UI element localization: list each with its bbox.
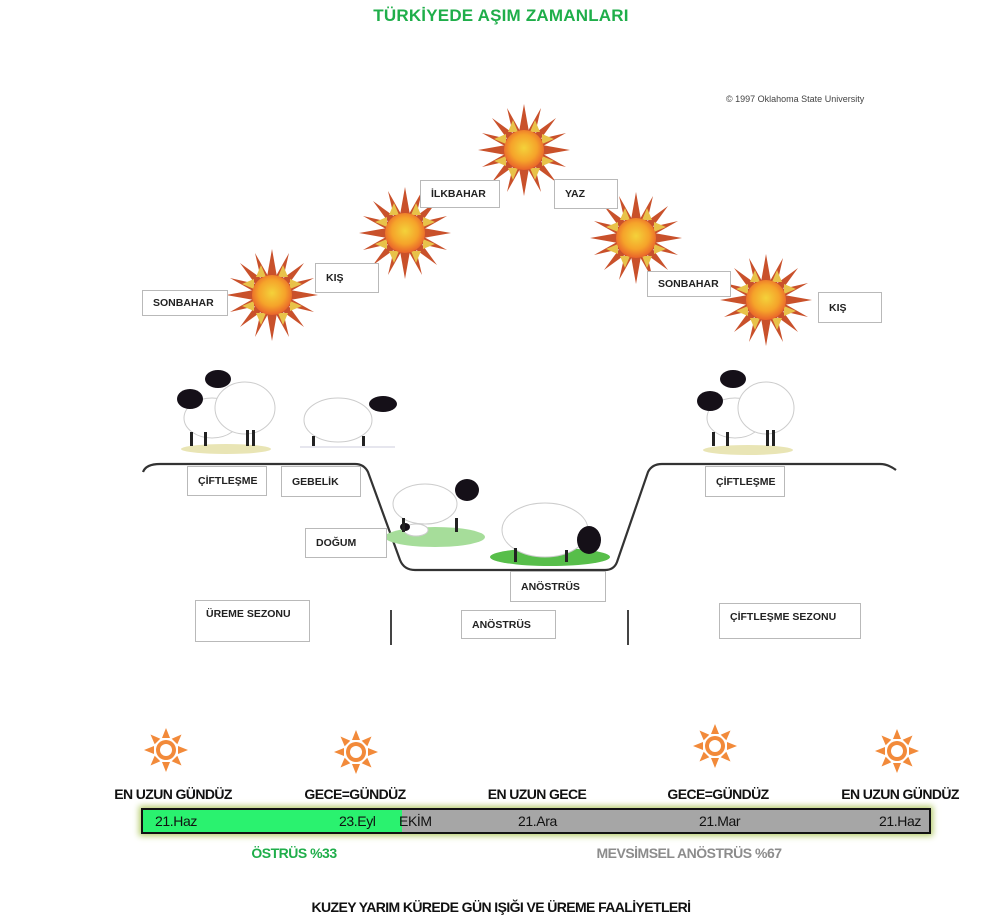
label-text: ÜREME SEZONU [206,608,291,620]
activity-curve [141,462,897,572]
sun-icon [693,724,737,768]
label-text: İLKBAHAR [431,188,486,200]
stage-label-gebelik: GEBELİK [281,466,361,497]
date-label: 21.Ara [518,813,557,829]
date-label: 21.Haz [155,813,197,829]
pregnant-ewe-icon [300,396,397,448]
period-label-anostrus: ANÖSTRÜS [461,610,556,639]
copyright-notice: © 1997 Oklahoma State University [726,94,865,104]
stage-label-ciftlesme-2: ÇİFTLEŞME [705,466,785,497]
month-label: EKİM [399,813,432,829]
label-text: DOĞUM [316,537,357,549]
stage-label-anostrus: ANÖSTRÜS [510,571,606,602]
label-text: ÇİFTLEŞME SEZONU [730,611,837,623]
period-label-ureme-sezonu: ÜREME SEZONU [195,600,310,642]
label-text: SONBAHAR [153,297,214,309]
anestrus-label: MEVSİMSEL ANÖSTRÜS %67 [596,845,782,861]
label-text: GEBELİK [292,475,339,488]
estrus-label: ÖSTRÜS %33 [251,845,337,861]
season-label-kis-2: KIŞ [818,292,882,323]
date-label: 21.Mar [699,813,741,829]
ewe-with-lamb-icon [392,479,479,537]
label-text: KIŞ [326,272,344,284]
season-label-sonbahar-2: SONBAHAR [647,271,731,297]
label-text: ÇİFTLEŞME [716,475,776,488]
timeline-header-equinox: GECE=GÜNDÜZ [304,786,406,802]
label-text: ÇİFTLEŞME [198,475,258,487]
label-text: KIŞ [829,301,847,314]
mating-sheep-icon [697,370,795,446]
label-text: ANÖSTRÜS [472,618,531,631]
grazing-ewe-icon [501,502,601,562]
mating-sheep-icon [177,370,276,446]
label-text: YAZ [565,188,586,200]
stage-label-ciftlesme: ÇİFTLEŞME [187,466,267,496]
ground-patch [703,445,793,455]
season-label-yaz: YAZ [554,179,618,209]
sun-icon [334,730,378,774]
label-text: ANÖSTRÜS [521,580,580,593]
season-label-kis: KIŞ [315,263,379,293]
sun-icon [144,728,188,772]
season-label-sonbahar: SONBAHAR [142,290,228,316]
page-title: TÜRKİYEDE AŞIM ZAMANLARI [373,6,629,25]
timeline-header-equinox-2: GECE=GÜNDÜZ [667,786,769,802]
estrus-segment [143,810,403,832]
date-label: 23.Eyl [339,813,376,829]
season-label-ilkbahar: İLKBAHAR [420,180,500,208]
timeline-header-longest-day: EN UZUN GÜNDÜZ [114,786,232,802]
sun-icon [875,729,919,773]
date-label: 21.Haz [879,813,921,829]
period-label-ciftlesme-sezonu: ÇİFTLEŞME SEZONU [719,603,861,639]
ground-patch [181,444,271,454]
label-text: SONBAHAR [658,278,719,290]
breeding-timeline-bar: 21.Haz 23.Eyl EKİM 21.Ara 21.Mar 21.Haz [141,808,931,834]
footer-caption: KUZEY YARIM KÜREDE GÜN IŞIĞI VE ÜREME FA… [311,899,692,915]
timeline-header-longest-day-2: EN UZUN GÜNDÜZ [841,786,959,802]
timeline-header-longest-night: EN UZUN GECE [487,786,587,802]
stage-label-dogum: DOĞUM [305,528,387,558]
